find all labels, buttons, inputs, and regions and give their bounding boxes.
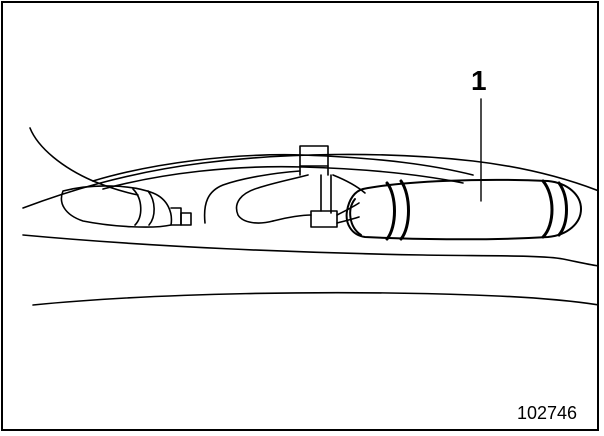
harness-loop-outer xyxy=(92,153,474,182)
connector xyxy=(299,145,329,176)
wire-harness xyxy=(203,170,366,228)
lower-panel-curve xyxy=(32,291,597,306)
cylinder-part xyxy=(345,178,582,241)
figure-id: 102746 xyxy=(517,403,578,423)
technical-illustration xyxy=(22,98,597,306)
callout-number: 1 xyxy=(471,65,487,96)
upper-panel-outline xyxy=(22,153,597,209)
illustration-frame: 1 102746 xyxy=(1,1,599,431)
harness-loop-inner xyxy=(102,165,464,190)
panel-lower-edge xyxy=(22,234,597,267)
left-cylinder xyxy=(60,185,192,228)
